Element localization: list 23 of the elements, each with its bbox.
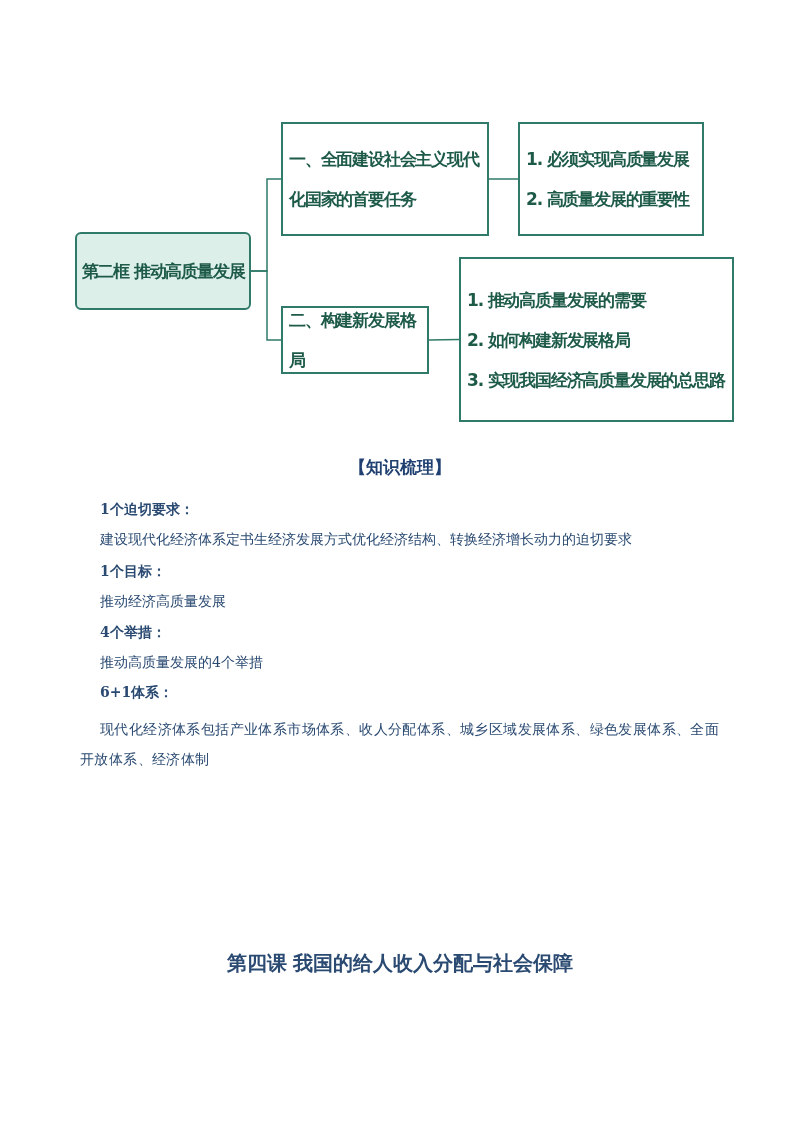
topic-box: 二、构建新发展格局 bbox=[281, 306, 429, 374]
connector-line bbox=[250, 270, 282, 341]
list-item: 1. 推动高质量发展的需要 bbox=[467, 288, 648, 312]
lesson-heading: 第四课 我国的给人收入分配与社会保障 bbox=[225, 950, 575, 977]
connector-line bbox=[428, 338, 460, 341]
label-heading: 1个迫切要求： bbox=[100, 501, 194, 519]
body-text: 现代化经济体系包括产业体系市场体系、收人分配体系、城乡区域发展体系、绿色发展体系、全面开放体系、经济体制 bbox=[80, 720, 721, 769]
root-topic-box: 第二框 推动高质量发展 bbox=[75, 232, 251, 310]
body-text: 推动高质量发展的4个举措 bbox=[100, 654, 263, 672]
label-heading: 4个举措： bbox=[100, 624, 166, 642]
label-heading: 1个目标： bbox=[100, 563, 166, 581]
list-item: 3. 实现我国经济高质量发展的总思路 bbox=[467, 368, 726, 392]
label-heading: 6+1体系： bbox=[100, 684, 174, 702]
body-text: 建设现代化经济体系定书生经济发展方式优化经济结构、转换经济增长动力的迫切要求 bbox=[100, 531, 632, 549]
connector-line bbox=[488, 178, 519, 180]
subtopic-box bbox=[518, 122, 704, 236]
body-text: 推动经济高质量发展 bbox=[100, 593, 226, 611]
list-item: 1. 必须实现高质量发展 bbox=[526, 148, 691, 171]
topic-box: 一、全面建设社会主义现代化国家的首要任务 bbox=[281, 122, 489, 236]
list-item: 2. 如何构建新发展格局 bbox=[467, 328, 631, 352]
heading: 【知识梳理】 bbox=[348, 456, 452, 479]
list-item: 2. 高质量发展的重要性 bbox=[526, 188, 691, 211]
subtopic-box bbox=[459, 257, 734, 422]
